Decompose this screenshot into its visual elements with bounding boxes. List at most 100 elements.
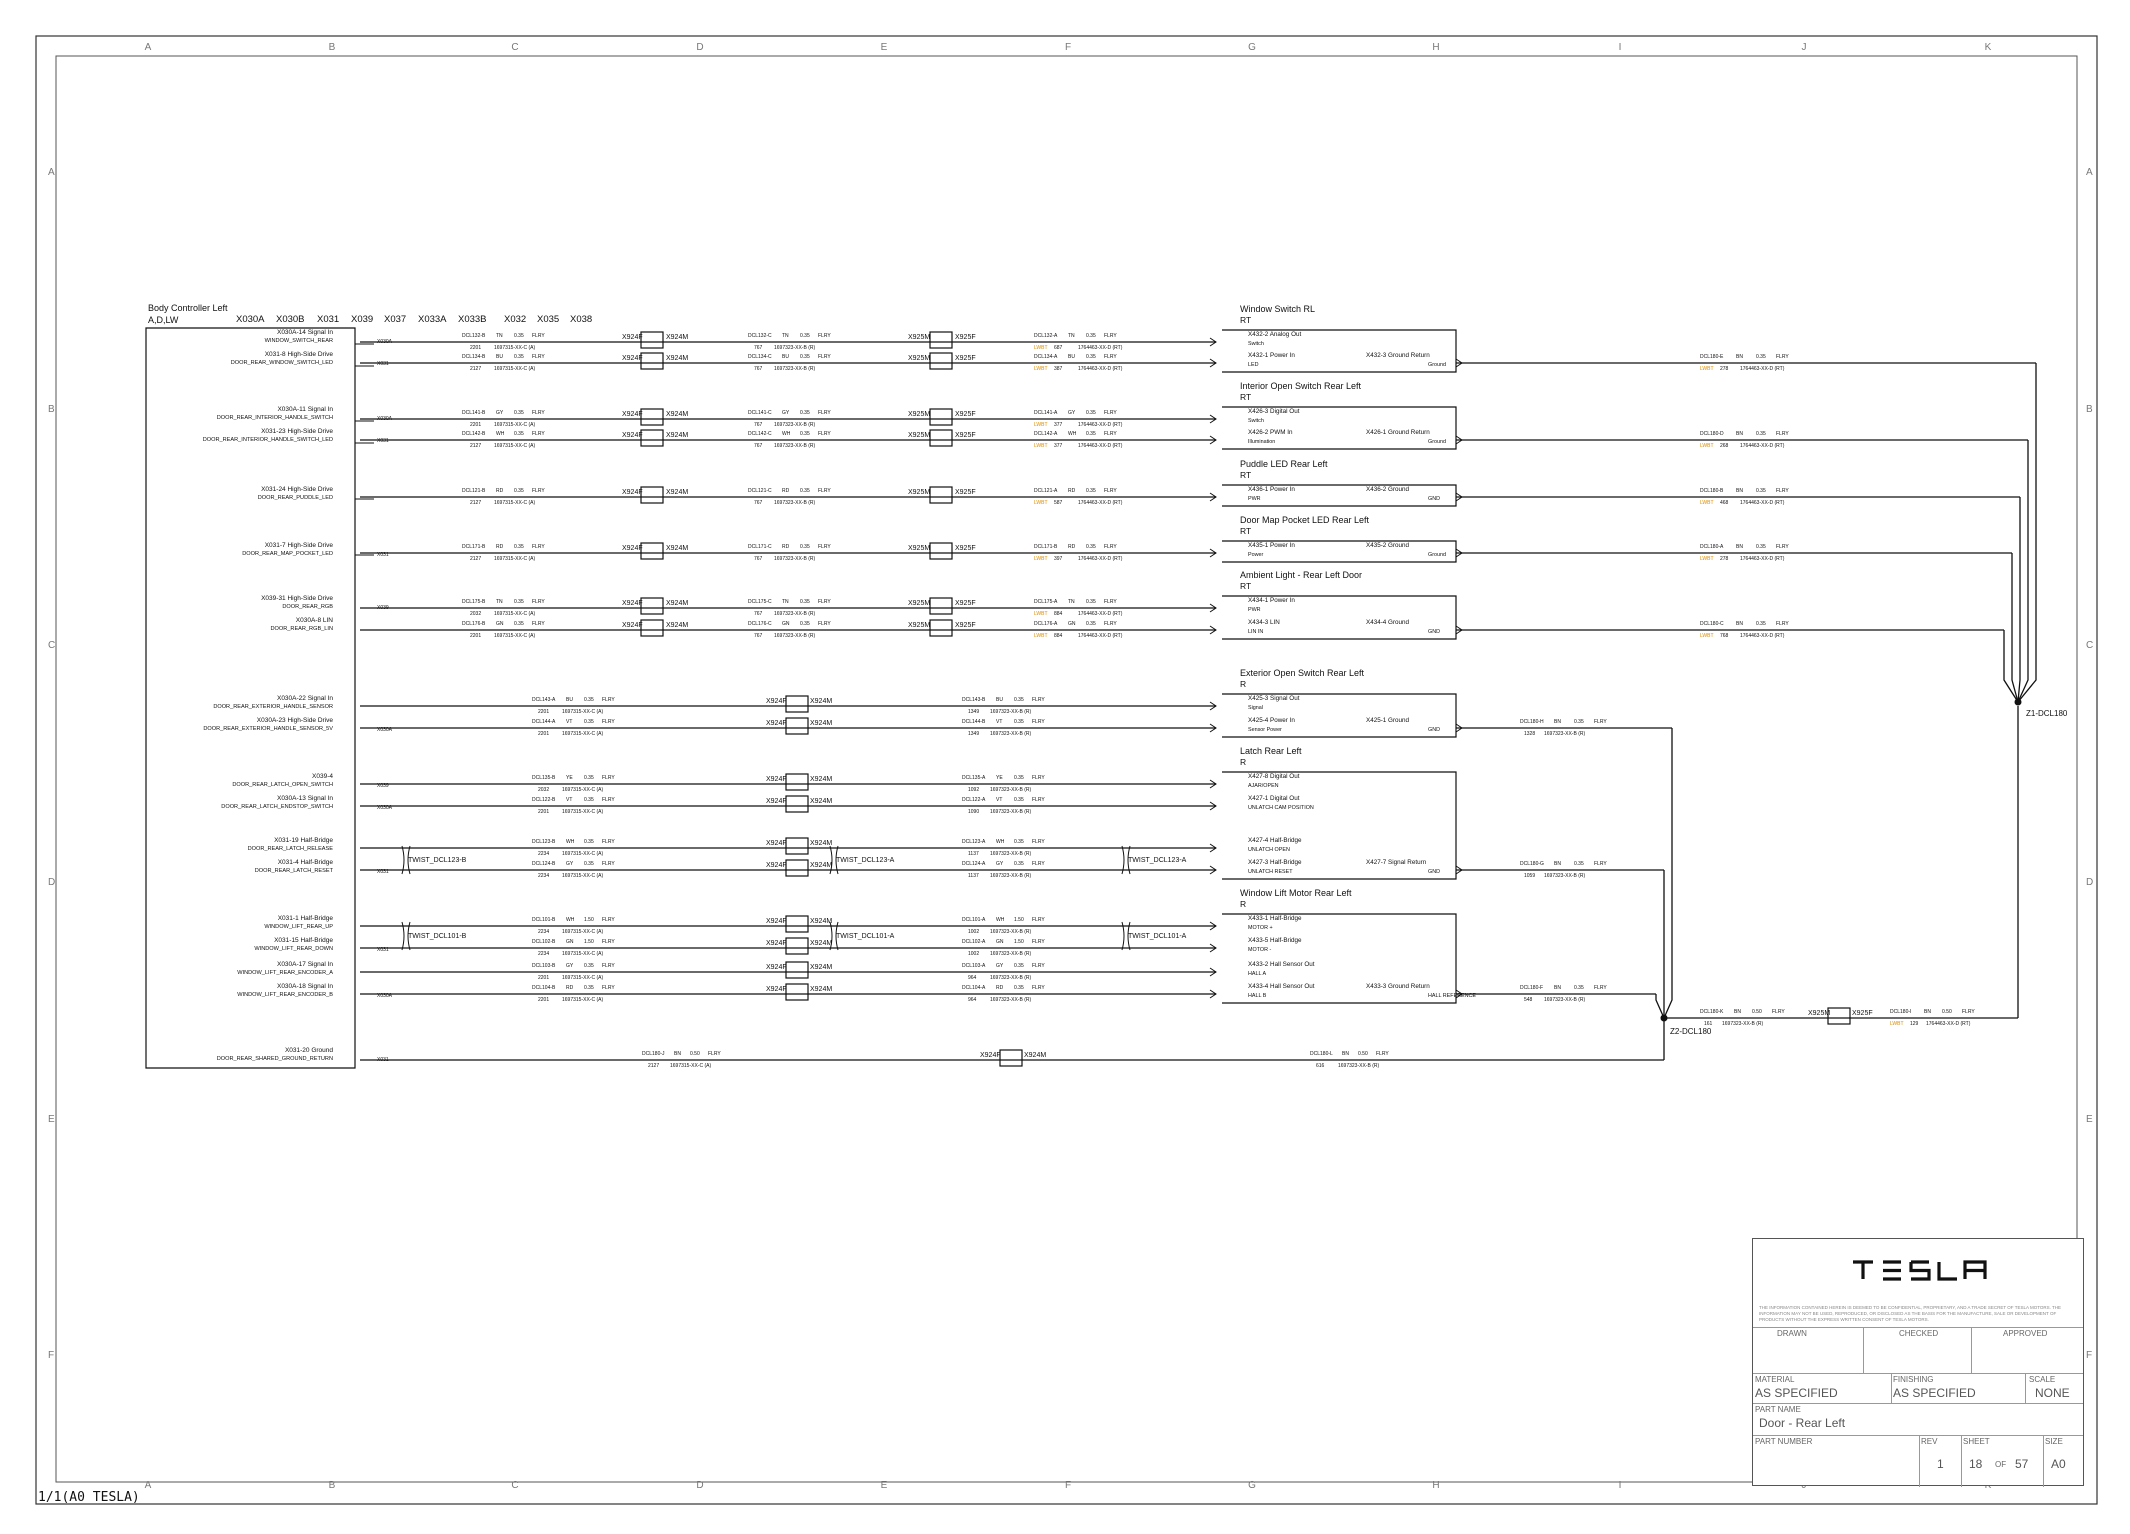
wire-id: DCL176-B bbox=[462, 621, 486, 627]
controller-pin: X030A-11 Signal In bbox=[277, 406, 333, 413]
grid-col-H: H bbox=[1432, 1480, 1439, 1491]
wire-harness-tag: LWBT bbox=[1034, 500, 1048, 506]
wire-gauge: 0.35 bbox=[1014, 985, 1024, 991]
wire-part: 1764463-XX-D (RT) bbox=[1926, 1021, 1971, 1027]
wire-color: GY bbox=[782, 410, 790, 416]
inline-connector-body bbox=[640, 429, 664, 447]
wire-id: DCL101-A bbox=[962, 917, 986, 923]
component-variant: RT bbox=[1240, 392, 1251, 402]
wire-part: 1697323-XX-B (R) bbox=[990, 709, 1031, 715]
wire-color: BN bbox=[1736, 544, 1743, 550]
inline-connector-label: X924F bbox=[766, 964, 787, 971]
controller-pin: X031-7 High-Side Drive bbox=[265, 542, 334, 549]
inline-connector-label: X924M bbox=[810, 986, 832, 993]
grid-col-D: D bbox=[696, 42, 703, 53]
wire-type: FLRY bbox=[1032, 775, 1045, 781]
wire-id: DCL180-B bbox=[1700, 488, 1724, 494]
wire-color: WH bbox=[566, 839, 575, 845]
wire-part: 1764463-XX-D (RT) bbox=[1740, 443, 1785, 449]
wire-id: DCL141-A bbox=[1034, 410, 1058, 416]
wire-color: BU bbox=[782, 354, 789, 360]
wire-gauge: 0.35 bbox=[800, 333, 810, 339]
inline-connector-body bbox=[640, 331, 664, 349]
component-pin-function: UNLATCH RESET bbox=[1248, 869, 1293, 875]
wire-gauge: 0.35 bbox=[800, 354, 810, 360]
wire-harness-tag: LWBT bbox=[1034, 611, 1048, 617]
wire-color: VT bbox=[566, 797, 572, 803]
wire-part: 1697315-XX-C (A) bbox=[494, 556, 535, 562]
wire-number: 884 bbox=[1054, 633, 1063, 639]
wire-type: FLRY bbox=[1104, 621, 1117, 627]
wire-gauge: 0.35 bbox=[1014, 797, 1024, 803]
wire-number: 767 bbox=[754, 500, 763, 506]
wire-number: 377 bbox=[1054, 443, 1063, 449]
grid-row-E: E bbox=[2086, 1114, 2093, 1125]
inline-connector-label: X924M bbox=[810, 776, 832, 783]
checked-label: CHECKED bbox=[1899, 1329, 1939, 1338]
grid-row-A: A bbox=[2086, 167, 2093, 178]
component-title: Window Lift Motor Rear Left bbox=[1240, 888, 1352, 898]
wire-id: DCL134-C bbox=[748, 354, 772, 360]
wire-id: DCL103-B bbox=[532, 963, 556, 969]
inline-connector-body bbox=[785, 837, 809, 855]
wire-color: VT bbox=[996, 797, 1002, 803]
wire-number: 2201 bbox=[538, 731, 549, 737]
component-pin-function: Switch bbox=[1248, 341, 1264, 347]
inline-connector-label: X925F bbox=[955, 622, 976, 629]
inline-connector-body bbox=[785, 773, 809, 791]
wire-color: GY bbox=[496, 410, 504, 416]
wire-color: RD bbox=[1068, 544, 1076, 550]
wire-number: 768 bbox=[1720, 633, 1729, 639]
wire-number: 1002 bbox=[968, 929, 979, 935]
wire-id: DCL176-A bbox=[1034, 621, 1058, 627]
wire-type: FLRY bbox=[532, 410, 545, 416]
pin-connector-tag: X030A bbox=[377, 805, 393, 811]
controller-pin: X039-4 bbox=[312, 773, 333, 780]
inline-connector-body bbox=[929, 542, 953, 560]
wire-color: TN bbox=[782, 333, 789, 339]
wire-id: DCL143-A bbox=[532, 697, 556, 703]
wire-part: 1764463-XX-D (RT) bbox=[1078, 345, 1123, 351]
wire-part: 1697323-XX-B (R) bbox=[1722, 1021, 1763, 1027]
wire-color: WH bbox=[496, 431, 505, 437]
wire-gauge: 0.35 bbox=[514, 621, 524, 627]
inline-connector-label: X925M bbox=[908, 600, 930, 607]
twist-label: TWIST_DCL101-B bbox=[408, 933, 467, 940]
wire-part: 1697323-XX-B (R) bbox=[774, 556, 815, 562]
wire-color: GN bbox=[566, 939, 574, 945]
inline-connector-label: X924M bbox=[810, 940, 832, 947]
wire-type: FLRY bbox=[1104, 431, 1117, 437]
wire-type: FLRY bbox=[1776, 621, 1789, 627]
inline-connector-body bbox=[640, 408, 664, 426]
wire-gauge: 1.50 bbox=[1014, 917, 1024, 923]
wire-number: 964 bbox=[968, 997, 977, 1003]
wire-number: 1137 bbox=[968, 873, 979, 879]
grid-col-E: E bbox=[881, 42, 888, 53]
wire-id: DCL141-B bbox=[462, 410, 486, 416]
wire-color: BN bbox=[1736, 431, 1743, 437]
wire-id: DCL180-D bbox=[1700, 431, 1724, 437]
wire-color: BU bbox=[996, 697, 1003, 703]
inline-connector-label: X924F bbox=[766, 986, 787, 993]
wire-gauge: 0.35 bbox=[1014, 719, 1024, 725]
controller-signal-name: WINDOW_LIFT_REAR_ENCODER_A bbox=[237, 970, 333, 976]
wire-color: YE bbox=[996, 775, 1003, 781]
wire-color: GY bbox=[566, 861, 574, 867]
component-ground-function: GND bbox=[1428, 727, 1440, 733]
component-pin: X435-1 Power In bbox=[1248, 542, 1295, 549]
wire-number: 964 bbox=[968, 975, 977, 981]
grid-col-D: D bbox=[696, 1480, 703, 1491]
wire-color: BN bbox=[674, 1051, 681, 1057]
wire-id: DCL123-B bbox=[532, 839, 556, 845]
approved-label: APPROVED bbox=[2003, 1329, 2048, 1338]
controller-pin: X031-23 High-Side Drive bbox=[261, 428, 333, 435]
wire-type: FLRY bbox=[602, 939, 615, 945]
wire-color: RD bbox=[496, 544, 504, 550]
controller-pin: X030A-8 LIN bbox=[296, 617, 334, 624]
wire-gauge: 0.35 bbox=[1574, 985, 1584, 991]
grid-col-H: H bbox=[1432, 42, 1439, 53]
inline-connector-label: X924M bbox=[810, 698, 832, 705]
component-pin-function: Signal bbox=[1248, 705, 1263, 711]
controller-pin: X030A-23 High-Side Drive bbox=[257, 717, 334, 724]
wire-number: 2234 bbox=[538, 951, 549, 957]
